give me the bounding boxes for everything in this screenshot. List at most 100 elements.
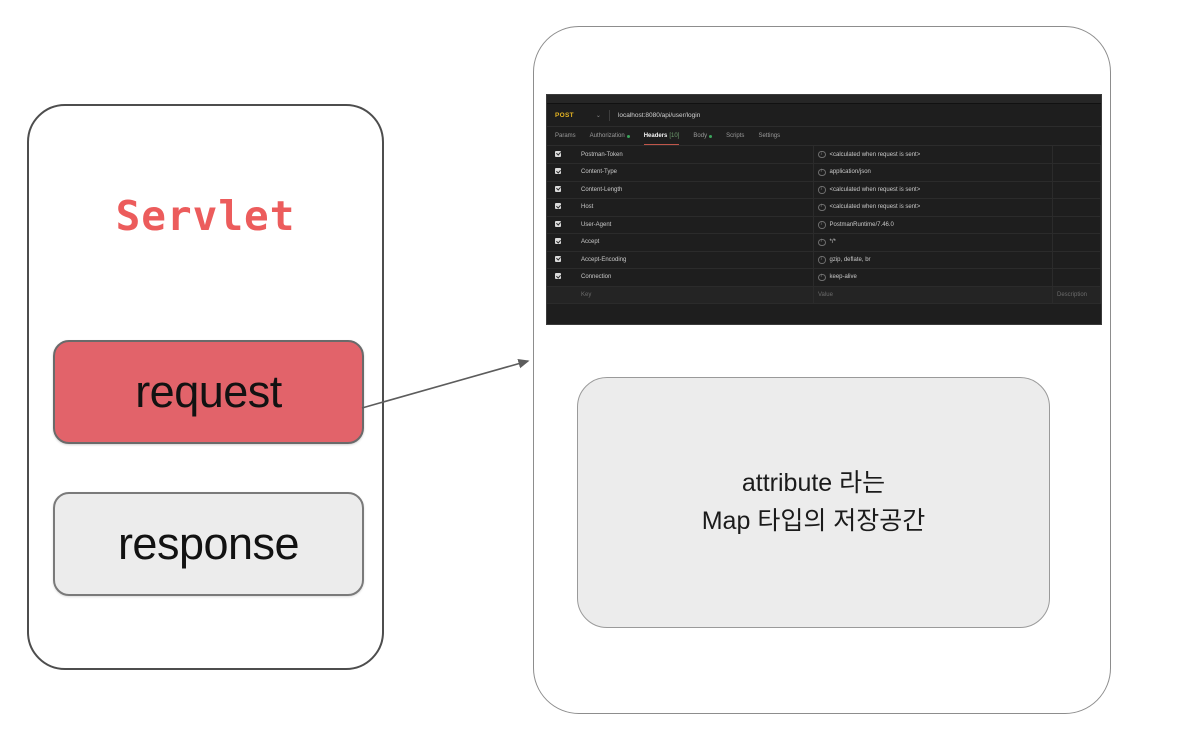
- response-object-box: response: [53, 492, 364, 596]
- tab-headers[interactable]: Headers[10]: [643, 127, 680, 145]
- header-key-cell[interactable]: Host: [577, 198, 814, 217]
- header-key-cell[interactable]: Connection: [577, 268, 814, 287]
- tab-scripts[interactable]: Scripts: [726, 127, 744, 145]
- table-row[interactable]: Connection keep-alive: [547, 268, 1101, 287]
- header-enabled-checkbox[interactable]: [547, 233, 577, 252]
- header-description-cell[interactable]: [1052, 163, 1101, 182]
- header-value-text: */*: [829, 239, 836, 246]
- tab-settings[interactable]: Settings: [758, 127, 780, 145]
- checkmark-icon: [555, 185, 561, 192]
- table-row[interactable]: Accept */*: [547, 233, 1101, 252]
- tab-label: Settings: [758, 133, 781, 139]
- attribute-storage-box: attribute 라는 Map 타입의 저장공간: [577, 377, 1050, 628]
- info-icon: [818, 168, 826, 176]
- tab-status-dot-icon: [626, 134, 630, 138]
- request-object-box: request: [53, 340, 364, 444]
- header-description-cell[interactable]: [1052, 268, 1101, 287]
- checkmark-icon: [555, 168, 561, 175]
- header-description-cell[interactable]: [1052, 181, 1101, 199]
- header-key-cell[interactable]: User-Agent: [577, 216, 814, 234]
- tab-body[interactable]: Body: [693, 127, 713, 145]
- header-key-cell[interactable]: Content-Length: [577, 181, 814, 199]
- request-tabs: Params Authorization Headers[10] Body Script…: [547, 127, 1101, 146]
- header-enabled-checkbox[interactable]: [547, 163, 577, 182]
- request-url-input[interactable]: localhost:8080/api/user/login: [617, 111, 701, 119]
- header-value-text: keep-alive: [829, 274, 857, 281]
- header-enabled-checkbox[interactable]: [547, 181, 577, 199]
- header-description-cell[interactable]: [1052, 251, 1101, 269]
- servlet-title: Servlet: [115, 192, 296, 240]
- tab-label: Params: [555, 133, 576, 139]
- postman-window: POST ⌄ localhost:8080/api/user/login Par…: [546, 94, 1102, 325]
- info-icon: [818, 151, 826, 159]
- header-value-text: <calculated when request is sent>: [829, 204, 921, 211]
- checkmark-icon: [555, 203, 561, 210]
- http-method-selector[interactable]: POST: [555, 111, 574, 119]
- table-row[interactable]: Content-Type application/json: [547, 163, 1101, 182]
- headers-table: Postman-Token <calculated when request is…: [547, 146, 1101, 304]
- header-value-cell[interactable]: <calculated when request is sent>: [813, 146, 1053, 164]
- info-icon: [818, 186, 826, 194]
- info-icon: [818, 273, 826, 281]
- servlet-container: Servlet request response: [27, 104, 384, 670]
- new-header-checkbox[interactable]: [547, 286, 577, 304]
- postman-titlebar: [547, 95, 1101, 104]
- table-row[interactable]: Host <calculated when request is sent>: [547, 198, 1101, 217]
- header-key-cell[interactable]: Content-Type: [577, 163, 814, 182]
- checkmark-icon: [555, 220, 561, 227]
- header-value-cell[interactable]: PostmanRuntime/7.46.0: [813, 216, 1053, 234]
- attribute-line-2: Map 타입의 저장공간: [701, 506, 926, 535]
- info-icon: [818, 221, 826, 229]
- tab-authorization[interactable]: Authorization: [590, 127, 630, 145]
- header-key-cell[interactable]: Postman-Token: [577, 146, 814, 164]
- header-value-text: PostmanRuntime/7.46.0: [829, 221, 894, 228]
- header-enabled-checkbox[interactable]: [547, 198, 577, 217]
- header-key-cell[interactable]: Accept-Encoding: [577, 251, 814, 269]
- tab-params[interactable]: Params: [555, 127, 576, 145]
- info-icon: [818, 203, 826, 211]
- column-header-description[interactable]: Description: [1052, 286, 1101, 304]
- header-value-cell[interactable]: <calculated when request is sent>: [813, 198, 1053, 217]
- divider: [608, 109, 610, 121]
- header-enabled-checkbox[interactable]: [547, 146, 577, 164]
- header-value-cell[interactable]: application/json: [813, 163, 1053, 182]
- attribute-line-1: attribute 라는: [741, 469, 886, 497]
- table-row[interactable]: Accept-Encoding gzip, deflate, br: [547, 251, 1101, 269]
- header-value-text: <calculated when request is sent>: [829, 186, 921, 193]
- checkmark-icon: [555, 238, 561, 245]
- tab-label: Headers: [643, 133, 668, 139]
- response-label: response: [117, 518, 300, 569]
- table-row[interactable]: Postman-Token <calculated when request is…: [547, 146, 1101, 164]
- checkmark-icon: [555, 150, 561, 157]
- header-value-cell[interactable]: keep-alive: [813, 268, 1053, 287]
- request-url-row: POST ⌄ localhost:8080/api/user/login: [547, 104, 1101, 127]
- checkmark-icon: [555, 273, 561, 280]
- tab-count-badge: [10]: [669, 133, 680, 139]
- header-description-cell[interactable]: [1052, 216, 1101, 234]
- info-icon: [818, 238, 826, 246]
- request-label: request: [135, 366, 282, 417]
- header-value-text: <calculated when request is sent>: [829, 151, 921, 158]
- header-enabled-checkbox[interactable]: [547, 216, 577, 234]
- header-value-cell[interactable]: gzip, deflate, br: [813, 251, 1053, 269]
- tab-label: Scripts: [726, 133, 745, 139]
- column-header-value[interactable]: Value: [813, 286, 1053, 304]
- header-value-text: gzip, deflate, br: [829, 256, 871, 263]
- header-value-cell[interactable]: */*: [813, 233, 1053, 252]
- header-value-cell[interactable]: <calculated when request is sent>: [813, 181, 1053, 199]
- table-row[interactable]: Content-Length <calculated when request i…: [547, 181, 1101, 199]
- header-value-text: application/json: [829, 169, 871, 176]
- table-row[interactable]: User-Agent PostmanRuntime/7.46.0: [547, 216, 1101, 234]
- tab-label: Authorization: [589, 133, 625, 139]
- chevron-down-icon[interactable]: ⌄: [595, 112, 601, 119]
- checkmark-icon: [555, 255, 561, 262]
- header-key-cell[interactable]: Accept: [577, 233, 814, 252]
- header-description-cell[interactable]: [1052, 146, 1101, 164]
- header-enabled-checkbox[interactable]: [547, 251, 577, 269]
- column-header-key[interactable]: Key: [577, 286, 814, 304]
- tab-label: Body: [693, 133, 708, 139]
- header-description-cell[interactable]: [1052, 198, 1101, 217]
- header-description-cell[interactable]: [1052, 233, 1101, 252]
- header-enabled-checkbox[interactable]: [547, 268, 577, 287]
